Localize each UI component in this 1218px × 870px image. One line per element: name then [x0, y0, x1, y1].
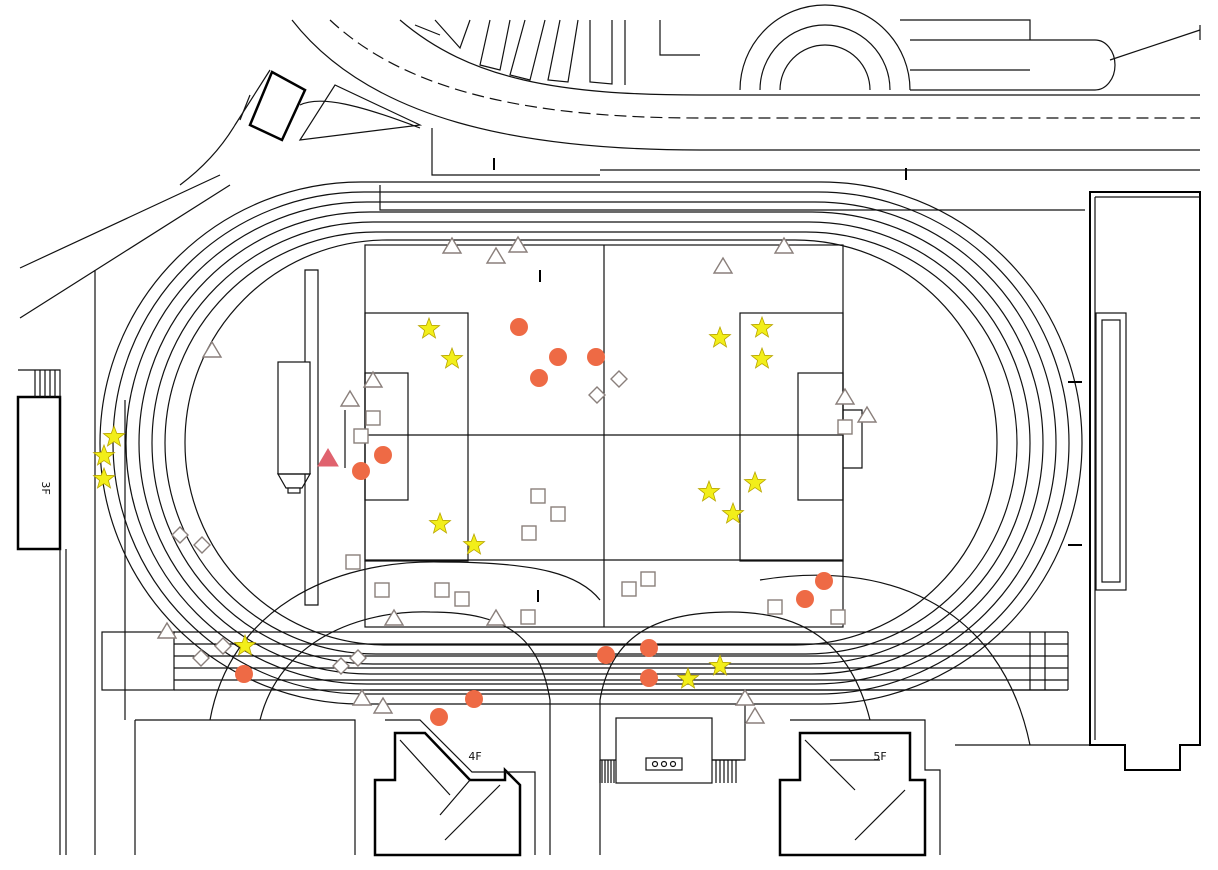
south-building-right: 5F	[778, 719, 941, 857]
circle-marker	[815, 572, 833, 590]
circle-marker	[235, 665, 253, 683]
survey-markers	[92, 235, 878, 726]
square-marker	[365, 410, 381, 426]
square-marker	[374, 582, 390, 598]
triangular-island	[298, 84, 423, 141]
star-marker	[697, 479, 721, 502]
kiosk-building	[248, 70, 307, 142]
square-marker	[434, 582, 450, 598]
triangle-marker	[339, 389, 361, 407]
highlight-triangle-marker	[317, 448, 339, 467]
diamond-marker	[192, 649, 210, 667]
circle-marker	[597, 646, 615, 664]
circle-marker	[374, 446, 392, 464]
diamond-marker	[610, 370, 628, 388]
parking-stalls	[414, 19, 700, 85]
star-marker	[708, 653, 732, 676]
square-marker	[454, 591, 470, 607]
triangle-marker	[201, 340, 223, 358]
circle-marker	[430, 708, 448, 726]
square-marker	[353, 428, 369, 444]
road-network	[19, 19, 1201, 319]
star-marker	[750, 346, 774, 369]
triangle-marker	[744, 706, 766, 724]
square-marker	[640, 571, 656, 587]
star-marker	[743, 470, 767, 493]
south-building-left: 4F	[373, 719, 536, 857]
south-entrance	[599, 699, 750, 784]
triangle-marker	[372, 696, 394, 714]
west-building: 3F	[16, 369, 67, 855]
circle-marker	[352, 462, 370, 480]
star-marker	[676, 666, 700, 689]
diamond-marker	[193, 536, 211, 554]
soccer-field	[276, 244, 863, 628]
star-marker	[92, 466, 116, 489]
circle-marker	[640, 639, 658, 657]
diamond-marker	[214, 637, 232, 655]
circle-marker	[530, 369, 548, 387]
building-label-right: 5F	[873, 750, 886, 763]
triangle-marker	[156, 621, 178, 639]
circle-marker	[465, 690, 483, 708]
triangle-marker	[856, 405, 878, 423]
running-track	[94, 181, 1090, 855]
triangle-marker	[734, 688, 756, 706]
circle-marker	[549, 348, 567, 366]
circle-marker	[587, 348, 605, 366]
triangle-marker	[351, 688, 373, 706]
triangle-marker	[712, 256, 734, 274]
triangle-marker	[383, 608, 405, 626]
circle-marker	[510, 318, 528, 336]
diamond-marker	[171, 526, 189, 544]
star-marker	[233, 633, 257, 656]
square-marker	[550, 506, 566, 522]
star-marker	[750, 315, 774, 338]
star-marker	[462, 532, 486, 555]
circle-marker	[796, 590, 814, 608]
triangle-marker	[773, 236, 795, 254]
building-label-left: 4F	[468, 750, 481, 763]
building-label-west: 3F	[39, 481, 52, 494]
diamond-marker	[332, 657, 350, 675]
square-marker	[521, 525, 537, 541]
star-marker	[92, 443, 116, 466]
triangle-marker	[441, 236, 463, 254]
square-marker	[767, 599, 783, 615]
triangle-marker	[362, 370, 384, 388]
east-building	[1089, 191, 1201, 771]
star-marker	[440, 346, 464, 369]
star-marker	[428, 511, 452, 534]
direction-markers	[493, 158, 1082, 602]
circle-marker	[640, 669, 658, 687]
star-marker	[102, 424, 126, 447]
triangle-marker	[485, 246, 507, 264]
square-marker	[837, 419, 853, 435]
triangle-marker	[485, 608, 507, 626]
triangle-marker	[834, 387, 856, 405]
star-marker	[708, 325, 732, 348]
square-marker	[530, 488, 546, 504]
diamond-marker	[349, 649, 367, 667]
roundabout	[739, 4, 1116, 91]
square-marker	[345, 554, 361, 570]
star-marker	[721, 501, 745, 524]
square-marker	[621, 581, 637, 597]
diamond-marker	[588, 386, 606, 404]
square-marker	[830, 609, 846, 625]
square-marker	[520, 609, 536, 625]
star-marker	[417, 316, 441, 339]
triangle-marker	[507, 235, 529, 253]
